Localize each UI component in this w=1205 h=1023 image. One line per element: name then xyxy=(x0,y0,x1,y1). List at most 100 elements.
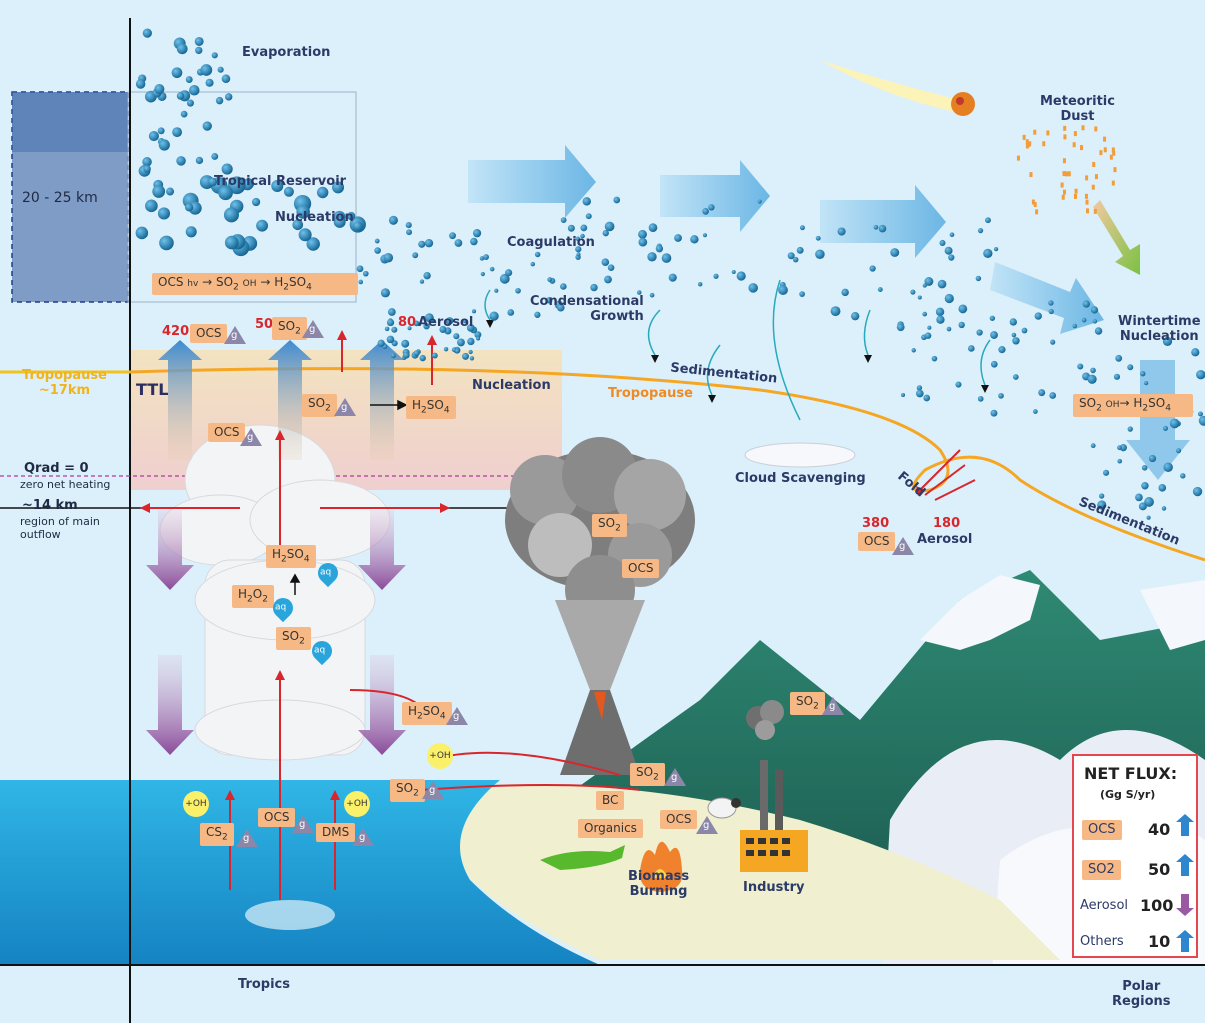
aerosol-droplet xyxy=(923,394,931,402)
aerosol-droplet xyxy=(505,269,513,277)
dust-speck xyxy=(1060,182,1064,188)
aerosol-droplet xyxy=(195,46,203,55)
aerosol-droplet xyxy=(757,199,762,204)
aerosol-droplet xyxy=(413,350,420,357)
aerosol-droplet xyxy=(298,228,312,242)
outflow-km-label: ~14 km xyxy=(22,498,78,513)
aerosol-droplet xyxy=(453,333,460,340)
aerosol-droplet xyxy=(271,180,284,193)
coagulation-label: Coagulation xyxy=(507,235,595,250)
aerosol-droplet xyxy=(1097,500,1107,510)
aerosol-droplet xyxy=(896,323,905,332)
aerosol-droplet xyxy=(560,217,567,223)
aerosol-droplet xyxy=(1148,454,1157,463)
aerosol-droplet xyxy=(148,130,159,142)
aerosol-droplet xyxy=(135,79,146,89)
aerosol-droplet xyxy=(983,248,993,259)
aerosol-droplet xyxy=(467,337,475,346)
aerosol-droplet xyxy=(649,292,655,298)
aerosol-droplet xyxy=(580,233,585,239)
aerosol-droplet xyxy=(944,293,954,304)
so2-chip-volcano: SO2 xyxy=(592,514,627,538)
aerosol-droplet xyxy=(990,331,998,339)
dms-chip: DMS xyxy=(316,823,356,843)
aerosol-droplet xyxy=(1011,332,1017,338)
winter-reaction-chip: SO2 OH→ H2SO4 xyxy=(1073,394,1193,418)
dust-speck xyxy=(1074,188,1078,194)
aerosol-droplet xyxy=(215,96,224,105)
aerosol-droplet xyxy=(461,352,470,360)
aerosol-droplet xyxy=(890,248,900,257)
aerosol-droplet xyxy=(489,266,495,272)
dust-speck xyxy=(1091,184,1095,190)
aerosol-droplet xyxy=(702,207,709,215)
aerosol-droplet xyxy=(380,288,391,298)
aerosol-droplet xyxy=(792,256,799,263)
aerosol-droplet xyxy=(1077,363,1084,370)
dust-speck xyxy=(1033,202,1037,208)
aerosol-droplet xyxy=(471,309,477,314)
aerosol-droplet xyxy=(152,184,166,198)
ocs-chip-biomass: OCS xyxy=(660,810,698,830)
aerosol-droplet xyxy=(958,321,965,329)
dust-speck xyxy=(1029,172,1033,178)
aerosol-mid-label: Aerosol xyxy=(418,315,474,330)
aerosol-droplet xyxy=(332,181,345,194)
legend-row-label: SO2 xyxy=(1082,860,1121,881)
aerosol-droplet xyxy=(967,345,975,352)
aerosol-droplet xyxy=(924,277,934,286)
aerosol-droplet xyxy=(386,318,395,327)
aerosol-droplet xyxy=(176,156,186,166)
aerosol-droplet xyxy=(296,205,310,219)
aerosol-droplet xyxy=(604,275,612,284)
aerosol-droplet xyxy=(143,165,151,173)
aerosol-droplet xyxy=(937,279,947,289)
net-flux-legend: NET FLUX: (Gg S/yr) OCS 40 SO2 50 Aeroso… xyxy=(1072,754,1198,958)
aerosol-droplet xyxy=(424,238,434,248)
aerosol-droplet xyxy=(690,235,699,244)
aerosol-droplet xyxy=(466,324,475,332)
aerosol-droplet xyxy=(1175,448,1182,454)
aerosol-droplet xyxy=(419,354,426,362)
dust-speck xyxy=(1022,134,1026,140)
aerosol-droplet xyxy=(374,247,381,254)
ocs-chip-volcano: OCS xyxy=(622,559,660,579)
aerosol-droplet xyxy=(647,252,657,262)
aerosol-droplet xyxy=(1163,462,1173,472)
aerosol-droplet xyxy=(474,331,482,339)
aerosol-droplet xyxy=(1012,337,1020,345)
aerosol-droplet xyxy=(1162,336,1173,347)
aerosol-droplet xyxy=(358,279,364,285)
aerosol-droplet xyxy=(412,252,419,259)
aerosol-droplet xyxy=(1021,327,1028,334)
legend-row-value: 50 xyxy=(1148,860,1171,879)
aerosol-droplet xyxy=(413,320,420,327)
dust-speck xyxy=(1025,139,1029,145)
aerosol-droplet xyxy=(200,64,213,76)
aerosol-droplet xyxy=(736,271,746,281)
aerosol-droplet xyxy=(224,235,239,250)
aerosol-droplet xyxy=(194,36,204,46)
reaction-chain: OCS hv → SO2 OH → H2SO4 xyxy=(152,273,358,295)
aerosol-droplet xyxy=(1012,374,1019,380)
dust-speck xyxy=(1086,208,1090,214)
zero-heating-label: zero net heating xyxy=(20,478,111,491)
aerosol-droplet xyxy=(590,283,598,292)
dust-speck xyxy=(1112,150,1116,156)
aerosol-droplet xyxy=(172,127,183,138)
aerosol-droplet xyxy=(534,251,541,258)
so2-chip-low: SO2 xyxy=(390,779,425,803)
legend-row-label: OCS xyxy=(1082,820,1122,841)
aerosol-right-flux: 180 xyxy=(933,516,961,531)
dust-speck xyxy=(1042,141,1046,147)
aerosol-droplet xyxy=(1191,348,1200,357)
aerosol-droplet xyxy=(936,315,945,324)
aerosol-droplet xyxy=(545,297,553,304)
aerosol-droplet xyxy=(1113,373,1121,380)
aerosol-droplet xyxy=(283,186,294,197)
aerosol-droplet xyxy=(157,127,165,135)
aerosol-droplet xyxy=(602,230,609,237)
aerosol-droplet xyxy=(1090,367,1096,374)
aerosol-droplet xyxy=(668,273,677,282)
aerosol-droplet xyxy=(489,311,499,321)
